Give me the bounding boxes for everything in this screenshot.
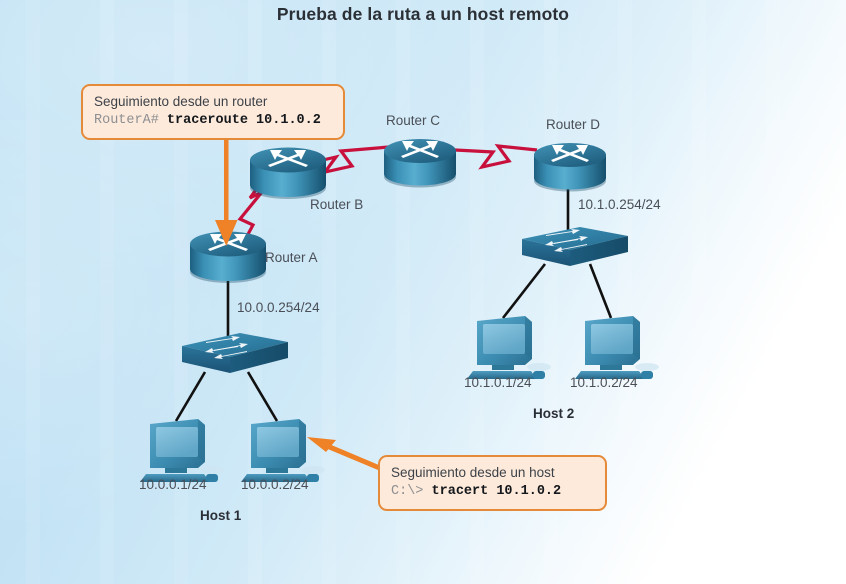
link-switchright-pc4 [588, 263, 613, 319]
pc-10-1-0-1-icon [467, 316, 551, 379]
host-callout: Seguimiento desde un host C:\> tracert 1… [378, 455, 607, 511]
ethernet-links [174, 185, 613, 422]
link-switchleft-pc1 [174, 371, 207, 422]
router-callout-title: Seguimiento desde un router [94, 94, 268, 109]
pc-10-0-0-1-icon [140, 419, 224, 482]
switch-left-icon [182, 333, 288, 373]
host-callout-prompt: C:\> [391, 484, 424, 499]
pc-10-1-0-2-label: 10.1.0.2/24 [570, 375, 638, 390]
host-callout-title: Seguimiento desde un host [391, 465, 555, 480]
host-callout-command-line: C:\> tracert 10.1.0.2 [391, 482, 594, 501]
pc-10-1-0-2-icon [575, 316, 659, 379]
serial-link-a-b [237, 175, 268, 250]
serial-link-c-d [454, 144, 538, 170]
pc-10-0-0-2-icon [241, 419, 325, 482]
page-title: Prueba de la ruta a un host remoto [276, 4, 570, 24]
router-c-label: Router C [386, 113, 441, 128]
router-callout: Seguimiento desde un router RouterA# tra… [81, 84, 345, 140]
host1-group-label: Host 1 [200, 508, 242, 523]
router-callout-command-line: RouterA# traceroute 10.1.0.2 [94, 111, 332, 130]
router-d-icon [534, 143, 606, 192]
router-a-label: Router A [265, 250, 318, 265]
pc-10-1-0-1-label: 10.1.0.1/24 [464, 375, 532, 390]
router-callout-prompt: RouterA# [94, 113, 159, 128]
router-b-label: Router B [310, 197, 364, 212]
router-callout-command: traceroute 10.1.0.2 [166, 113, 321, 128]
arrow-router-callout [215, 125, 238, 246]
router-d-lan-ip-label: 10.1.0.254/24 [578, 197, 661, 212]
host2-group-label: Host 2 [533, 406, 575, 421]
pc-10-0-0-1-label: 10.0.0.1/24 [139, 477, 207, 492]
pc-10-0-0-2-label: 10.0.0.2/24 [241, 477, 309, 492]
link-switchleft-pc2 [246, 371, 279, 422]
serial-link-b-c [309, 145, 390, 175]
arrow-host-callout [307, 437, 380, 470]
router-c-icon [384, 139, 456, 188]
router-d-label: Router D [546, 117, 601, 132]
callout-arrows [215, 125, 380, 470]
switch-right-icon [522, 227, 628, 266]
router-a-lan-ip-label: 10.0.0.254/24 [237, 300, 320, 315]
link-switchright-pc3 [501, 263, 547, 319]
serial-links [237, 144, 538, 250]
router-b-icon [250, 147, 326, 199]
host-callout-command: tracert 10.1.0.2 [431, 484, 562, 499]
